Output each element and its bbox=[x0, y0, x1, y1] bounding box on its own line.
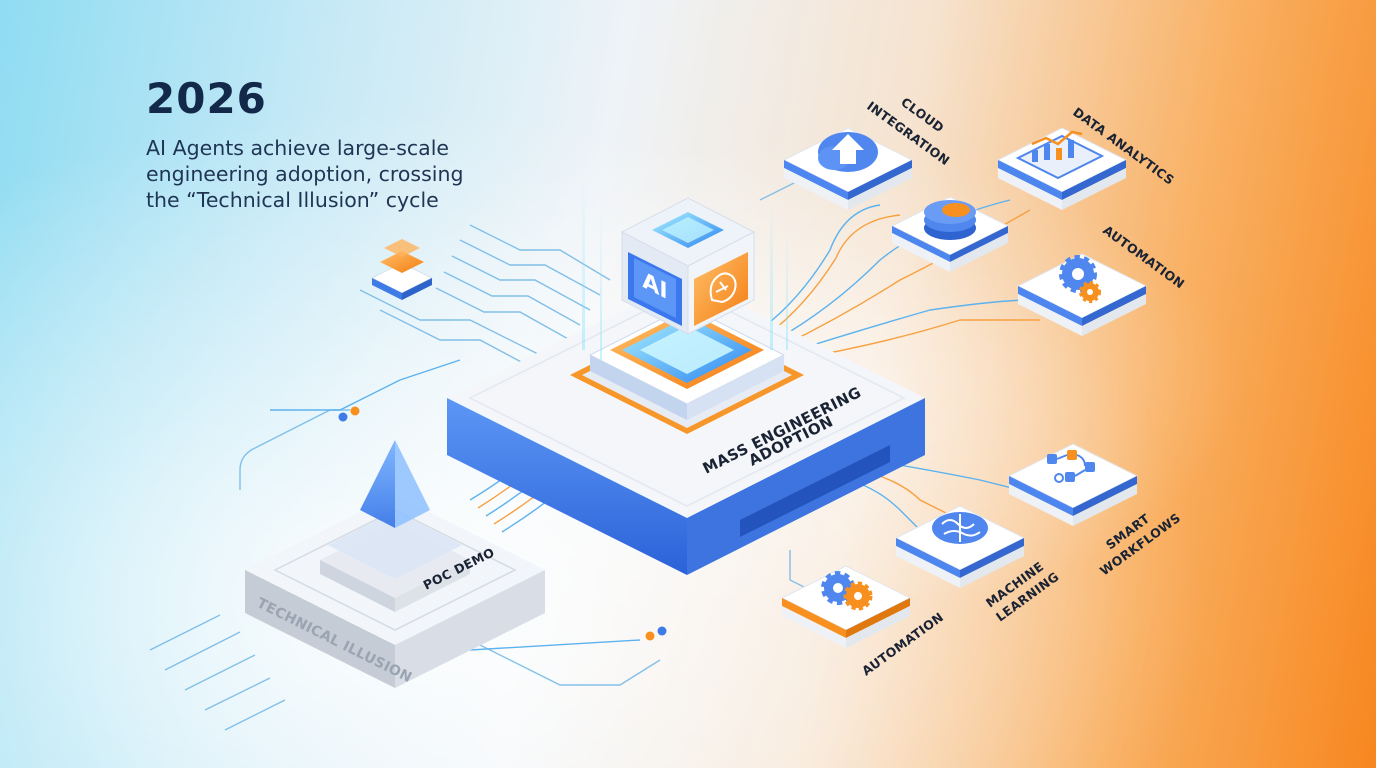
pyramid-icon bbox=[360, 440, 430, 528]
database-icon bbox=[924, 200, 976, 240]
light-beams bbox=[582, 180, 788, 360]
ai-cube: AI bbox=[620, 197, 756, 335]
subtitle-line-2: engineering adoption, crossing bbox=[146, 162, 464, 186]
subtitle: AI Agents achieve large-scale engineerin… bbox=[146, 135, 463, 213]
headline: 2026 AI Agents achieve large-scale engin… bbox=[146, 74, 463, 213]
module-data-analytics bbox=[996, 127, 1128, 210]
module-smart-workflows bbox=[1007, 443, 1139, 526]
bar-chart-icon bbox=[1015, 130, 1105, 180]
module-automation-bottom bbox=[780, 565, 912, 648]
brain-icon bbox=[932, 512, 988, 544]
module-cloud-integration bbox=[782, 127, 914, 210]
subtitle-line-1: AI Agents achieve large-scale bbox=[146, 136, 450, 160]
subtitle-line-3: the “Technical Illusion” cycle bbox=[146, 188, 439, 212]
brain-circuit-icon bbox=[709, 272, 737, 304]
module-automation-top bbox=[1016, 253, 1148, 336]
gear-icon bbox=[821, 571, 873, 611]
cloud-upload-icon bbox=[818, 132, 878, 172]
workflow-icon bbox=[1047, 450, 1095, 483]
module-database bbox=[890, 196, 1010, 272]
hub-platform: MASS ENGINEERING ADOPTION bbox=[447, 278, 925, 575]
module-machine-learning bbox=[894, 505, 1026, 588]
circuit-traces bbox=[149, 179, 1040, 731]
technical-illusion-platform: TECHNICAL ILLUSION POC DEMO bbox=[245, 440, 545, 688]
small-stack-icon bbox=[370, 239, 434, 300]
gear-icon bbox=[1059, 255, 1101, 303]
year-title: 2026 bbox=[146, 74, 267, 123]
